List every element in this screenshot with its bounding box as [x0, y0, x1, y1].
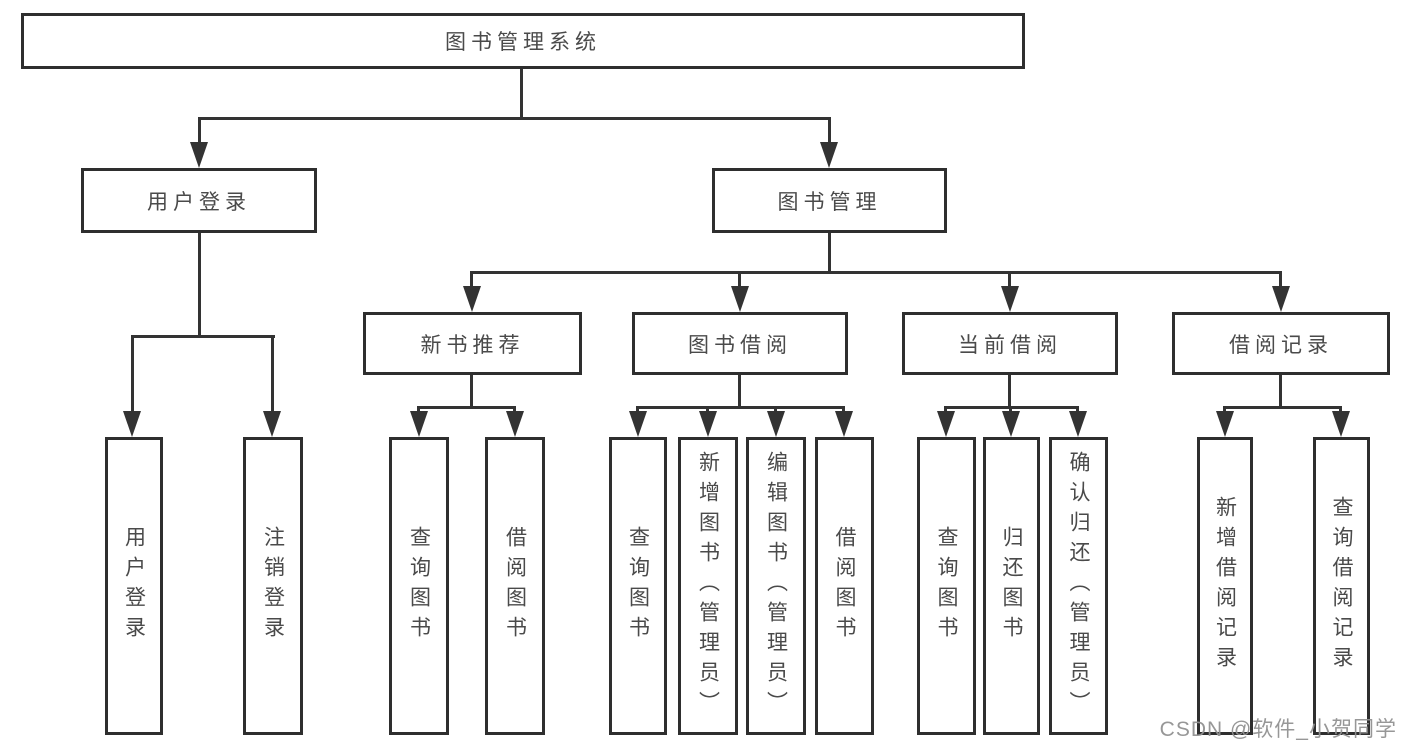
node-label: 查询借阅记录	[1330, 496, 1353, 676]
connector-stem	[1009, 406, 1012, 411]
connector-stem	[1008, 271, 1011, 286]
node-leaf-query-books-1: 查询图书	[389, 437, 449, 735]
node-user-login-group: 用户登录	[81, 168, 317, 233]
arrow-down-icon	[190, 142, 208, 168]
node-label: 新书推荐	[420, 333, 525, 357]
arrow-down-icon	[1069, 411, 1087, 437]
connector-stem	[842, 406, 845, 411]
node-label: 用户登录	[122, 526, 146, 646]
arrow-down-icon	[767, 411, 785, 437]
connector-userlogin-vline	[198, 233, 201, 335]
connector-stem	[706, 406, 709, 411]
node-root-library-system: 图书管理系统	[21, 13, 1025, 69]
arrow-down-icon	[463, 286, 481, 312]
node-leaf-user-login: 用户登录	[105, 437, 163, 735]
connector-root-hline	[198, 117, 831, 120]
node-label: 查询图书	[935, 526, 958, 646]
connector-stem	[1223, 406, 1226, 411]
node-label: 借阅图书	[833, 526, 856, 646]
node-book-management: 图书管理	[712, 168, 947, 233]
node-label: 新增借阅记录	[1213, 496, 1237, 676]
arrow-down-icon	[410, 411, 428, 437]
connector-stem	[470, 271, 473, 286]
arrow-down-icon	[1002, 411, 1020, 437]
connector-records-vline	[1279, 375, 1282, 406]
node-leaf-query-borrow-record: 查询借阅记录	[1313, 437, 1370, 735]
node-label: 编辑图书（管理员）	[764, 451, 788, 721]
connector-bookmgmt-vline	[828, 233, 831, 271]
connector-stem	[131, 335, 134, 411]
node-borrowing-records: 借阅记录	[1172, 312, 1390, 375]
node-leaf-add-borrow-record: 新增借阅记录	[1197, 437, 1253, 735]
connector-records-hline	[1223, 406, 1342, 409]
arrow-down-icon	[937, 411, 955, 437]
node-label: 新增图书（管理员）	[696, 451, 720, 721]
node-label: 当前借阅	[958, 333, 1062, 357]
node-leaf-return-books: 归还图书	[983, 437, 1040, 735]
connector-stem	[944, 406, 947, 411]
node-new-book-recommend: 新书推荐	[363, 312, 582, 375]
node-current-borrowing: 当前借阅	[902, 312, 1118, 375]
arrow-down-icon	[1001, 286, 1019, 312]
arrow-down-icon	[1272, 286, 1290, 312]
connector-root-vline	[520, 69, 523, 117]
node-leaf-borrow-books-1: 借阅图书	[485, 437, 545, 735]
node-book-borrowing: 图书借阅	[632, 312, 848, 375]
node-label: 图书管理	[777, 190, 882, 214]
connector-stem	[636, 406, 639, 411]
connector-borrow-hline	[636, 406, 845, 409]
node-label: 查询图书	[407, 526, 431, 646]
arrow-down-icon	[820, 142, 838, 168]
connector-newbook-vline	[470, 375, 473, 406]
csdn-watermark: CSDN @软件_小贺同学	[1159, 718, 1397, 741]
connector-newbook-hline	[417, 406, 516, 409]
node-leaf-query-books-2: 查询图书	[609, 437, 667, 735]
arrow-down-icon	[699, 411, 717, 437]
node-leaf-edit-books-admin: 编辑图书（管理员）	[746, 437, 806, 735]
node-label: 借阅记录	[1229, 333, 1333, 357]
connector-userlogin-hline	[131, 335, 275, 338]
node-label: 图书管理系统	[445, 31, 601, 54]
arrow-down-icon	[506, 411, 524, 437]
connector-stem	[1339, 406, 1342, 411]
node-label: 归还图书	[1000, 526, 1023, 646]
connector-stem	[1279, 271, 1282, 286]
arrow-down-icon	[1332, 411, 1350, 437]
connector-bookmgmt-hline	[470, 271, 1282, 274]
arrow-down-icon	[629, 411, 647, 437]
node-leaf-borrow-books-2: 借阅图书	[815, 437, 874, 735]
arrow-down-icon	[123, 411, 141, 437]
node-label: 注销登录	[261, 526, 285, 646]
arrow-down-icon	[1216, 411, 1234, 437]
connector-stem	[738, 271, 741, 286]
node-label: 查询图书	[626, 526, 650, 646]
arrow-down-icon	[835, 411, 853, 437]
connector-stem	[417, 406, 420, 411]
node-label: 用户登录	[147, 190, 251, 214]
connector-stem	[774, 406, 777, 411]
node-label: 借阅图书	[503, 526, 527, 646]
node-label: 确认归还（管理员）	[1067, 451, 1090, 721]
arrow-down-icon	[731, 286, 749, 312]
arrow-down-icon	[263, 411, 281, 437]
node-label: 图书借阅	[688, 333, 792, 357]
node-leaf-confirm-return-admin: 确认归还（管理员）	[1049, 437, 1108, 735]
connector-stem	[1076, 406, 1079, 411]
node-leaf-query-books-3: 查询图书	[917, 437, 976, 735]
connector-borrow-vline	[738, 375, 741, 406]
connector-stem	[828, 117, 831, 144]
node-leaf-logout: 注销登录	[243, 437, 303, 735]
connector-stem	[513, 406, 516, 411]
connector-stem	[271, 335, 274, 411]
connector-stem	[198, 117, 201, 144]
node-leaf-add-books-admin: 新增图书（管理员）	[678, 437, 738, 735]
connector-current-vline	[1008, 375, 1011, 406]
